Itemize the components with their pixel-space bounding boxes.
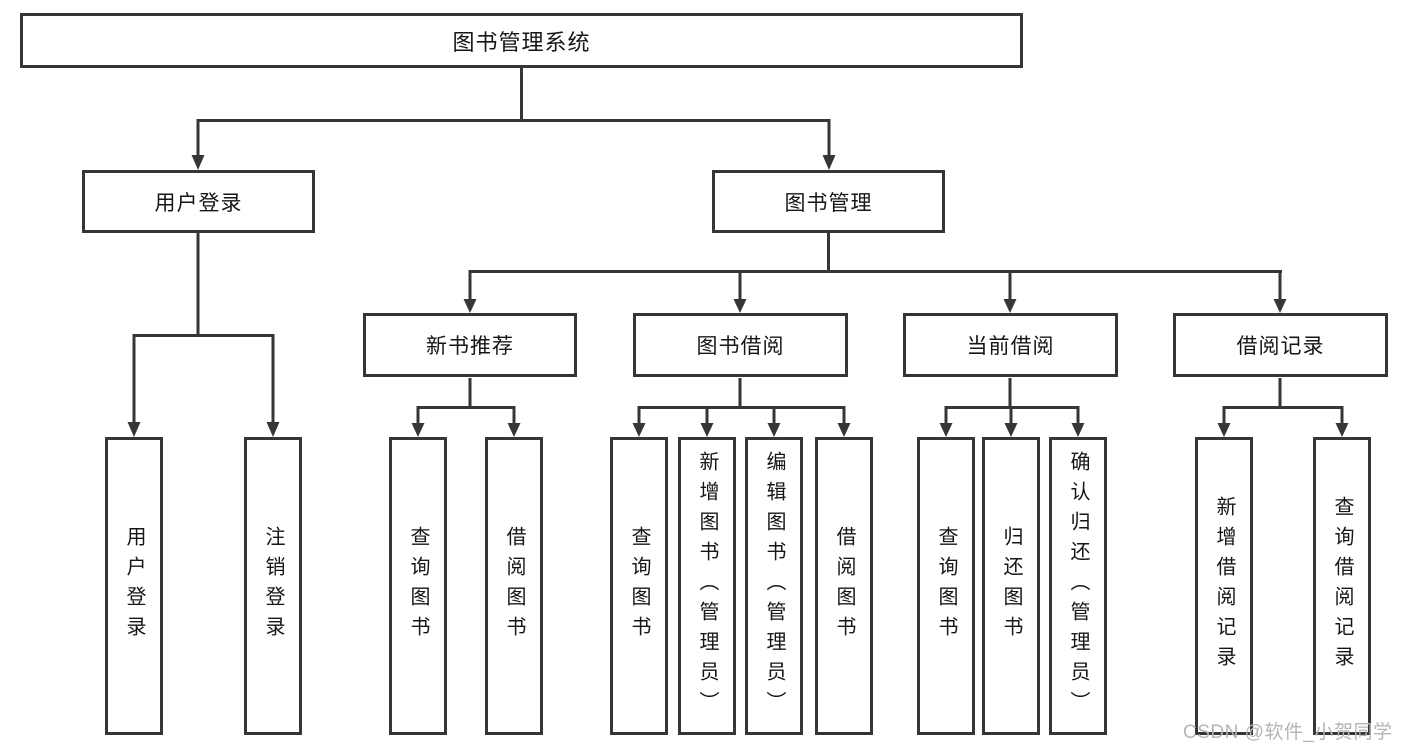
- leaf-query-borrow-record-label: 查询借阅记录: [1331, 496, 1353, 676]
- leaf-user-login-label: 用户登录: [123, 526, 145, 646]
- leaf-query-books-recommend-label: 查询图书: [407, 526, 429, 646]
- leaf-query-borrow-record: 查询借阅记录: [1313, 437, 1371, 735]
- leaf-return-book-label: 归还图书: [1000, 526, 1022, 646]
- leaf-borrow-books-recommend-label: 借阅图书: [503, 526, 525, 646]
- leaf-confirm-return-admin: 确认归还（管理员）: [1049, 437, 1107, 735]
- leaf-borrow-books-recommend: 借阅图书: [485, 437, 543, 735]
- leaf-edit-book-admin-label: 编辑图书（管理员）: [763, 451, 785, 721]
- arrowhead-leaf: [939, 423, 953, 437]
- arrowhead-user-login: [191, 155, 205, 170]
- arrowhead-leaf: [1217, 423, 1231, 437]
- arrowhead-leaf: [632, 423, 646, 437]
- node-root: 图书管理系统: [20, 13, 1023, 68]
- leaf-user-login: 用户登录: [105, 437, 163, 735]
- node-new-book-recommend-label: 新书推荐: [426, 335, 514, 358]
- arrowhead-book-borrow: [733, 299, 747, 313]
- arrowhead-leaf: [1071, 423, 1085, 437]
- node-current-borrow: 当前借阅: [903, 313, 1118, 377]
- arrowhead-leaf-logout: [266, 422, 280, 437]
- leaf-query-books-borrow: 查询图书: [610, 437, 668, 735]
- leaf-borrow-books: 借阅图书: [815, 437, 873, 735]
- arrowhead-leaf-user-login: [127, 422, 141, 437]
- leaf-borrow-books-label: 借阅图书: [833, 526, 855, 646]
- arrowhead-book-management: [822, 155, 836, 170]
- leaf-query-books-current-label: 查询图书: [935, 526, 957, 646]
- arrowhead-leaf: [1335, 423, 1349, 437]
- watermark: CSDN @软件_小贺同学: [1183, 722, 1393, 743]
- node-root-label: 图书管理系统: [452, 29, 591, 55]
- leaf-edit-book-admin: 编辑图书（管理员）: [745, 437, 803, 735]
- arrowhead-leaf: [507, 423, 521, 437]
- arrowhead-leaf: [767, 423, 781, 437]
- node-current-borrow-label: 当前借阅: [966, 335, 1055, 358]
- arrowhead-leaf: [837, 423, 851, 437]
- leaf-add-book-admin: 新增图书（管理员）: [678, 437, 736, 735]
- leaf-add-book-admin-label: 新增图书（管理员）: [696, 451, 718, 721]
- node-borrow-records-label: 借阅记录: [1236, 335, 1325, 358]
- node-book-borrow-label: 图书借阅: [696, 335, 785, 358]
- node-book-management-label: 图书管理: [784, 191, 873, 215]
- leaf-logout: 注销登录: [244, 437, 302, 735]
- leaf-confirm-return-admin-label: 确认归还（管理员）: [1067, 451, 1089, 721]
- leaf-query-books-borrow-label: 查询图书: [628, 526, 650, 646]
- node-user-login-label: 用户登录: [154, 191, 243, 215]
- arrowhead-new-book-recommend: [463, 299, 477, 313]
- node-new-book-recommend: 新书推荐: [363, 313, 577, 377]
- arrowhead-leaf: [411, 423, 425, 437]
- node-book-management: 图书管理: [712, 170, 945, 233]
- leaf-add-borrow-record: 新增借阅记录: [1195, 437, 1253, 735]
- arrowhead-current-borrow: [1003, 299, 1017, 313]
- arrowhead-borrow-records: [1273, 299, 1287, 313]
- node-user-login: 用户登录: [82, 170, 315, 233]
- leaf-add-borrow-record-label: 新增借阅记录: [1213, 496, 1235, 676]
- leaf-query-books-current: 查询图书: [917, 437, 975, 735]
- node-borrow-records: 借阅记录: [1173, 313, 1388, 377]
- leaf-query-books-recommend: 查询图书: [389, 437, 447, 735]
- arrowhead-leaf: [1004, 423, 1018, 437]
- leaf-return-book: 归还图书: [982, 437, 1040, 735]
- arrowhead-leaf: [700, 423, 714, 437]
- node-book-borrow: 图书借阅: [633, 313, 848, 377]
- leaf-logout-label: 注销登录: [262, 526, 284, 646]
